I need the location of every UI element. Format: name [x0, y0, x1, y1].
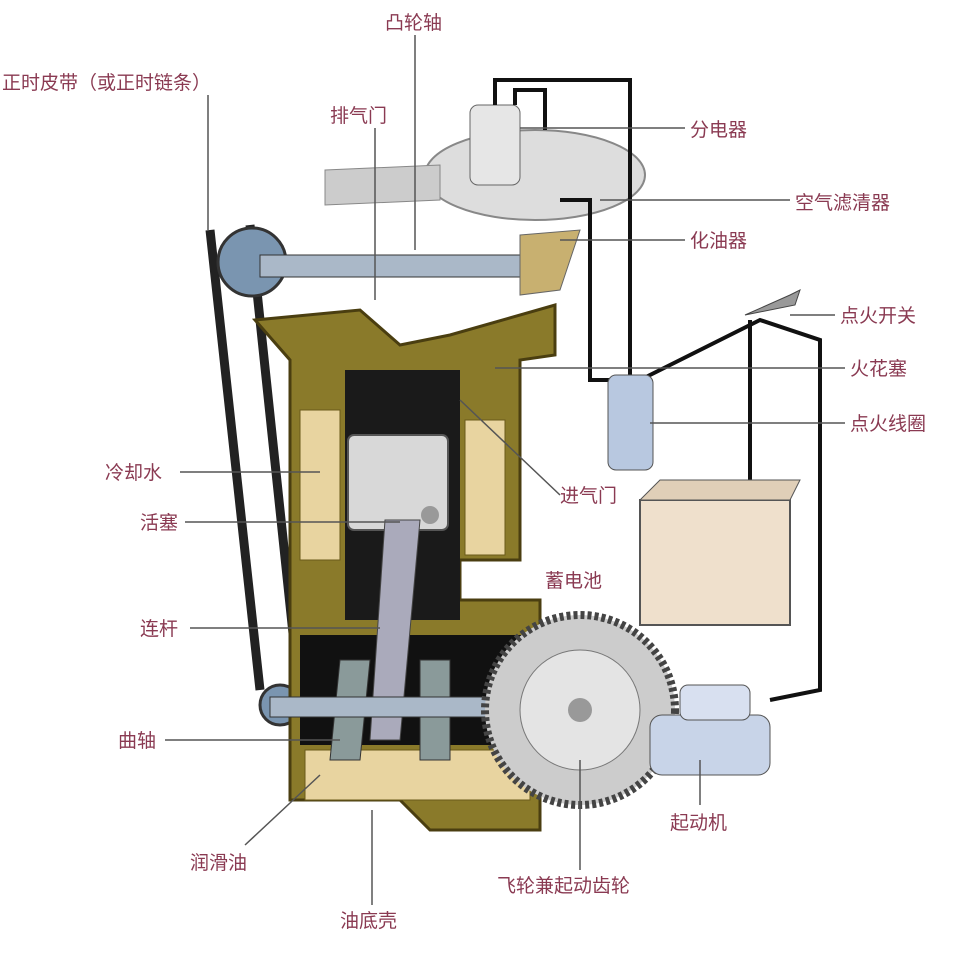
cooling-jacket-right [464, 419, 506, 556]
label-distributor: 分电器 [690, 119, 747, 141]
label-ignition-switch: 点火开关 [840, 305, 916, 327]
starter-solenoid [679, 684, 751, 721]
label-connecting-rod: 连杆 [140, 618, 178, 640]
label-air-filter: 空气滤清器 [795, 192, 890, 214]
distributor [469, 104, 521, 186]
crankshaft-web [329, 659, 451, 761]
label-timing-belt: 正时皮带（或正时链条） [2, 72, 211, 94]
leader-lines [165, 35, 845, 905]
cooling-jacket-left [299, 409, 341, 561]
label-piston: 活塞 [140, 512, 178, 534]
label-starter: 起动机 [670, 812, 727, 834]
flywheel-center [568, 698, 592, 722]
ignition-switch [744, 289, 801, 316]
label-flywheel: 飞轮兼起动齿轮 [497, 875, 630, 897]
starter-motor [649, 714, 771, 776]
label-exhaust-valve: 排气门 [330, 105, 387, 127]
label-camshaft: 凸轮轴 [385, 12, 442, 34]
label-battery: 蓄电池 [545, 570, 602, 592]
label-crankshaft: 曲轴 [118, 730, 156, 752]
label-oil-pan: 油底壳 [340, 910, 397, 932]
ignition-coil [607, 374, 654, 471]
label-spark-plug: 火花塞 [850, 358, 907, 380]
intake-tube [324, 164, 441, 206]
connecting-rod [369, 519, 421, 741]
label-ignition-coil: 点火线圈 [850, 413, 926, 435]
label-coolant: 冷却水 [105, 462, 162, 484]
label-carburetor: 化油器 [690, 230, 747, 252]
piston-pin [421, 506, 439, 524]
label-intake-valve: 进气门 [560, 485, 617, 507]
ignition-wires [493, 78, 822, 702]
carburetor [519, 229, 581, 296]
battery-top [638, 479, 801, 501]
label-lubricating-oil: 润滑油 [190, 852, 247, 874]
air-filter [424, 129, 646, 221]
camshaft [259, 254, 531, 278]
battery [639, 499, 791, 626]
